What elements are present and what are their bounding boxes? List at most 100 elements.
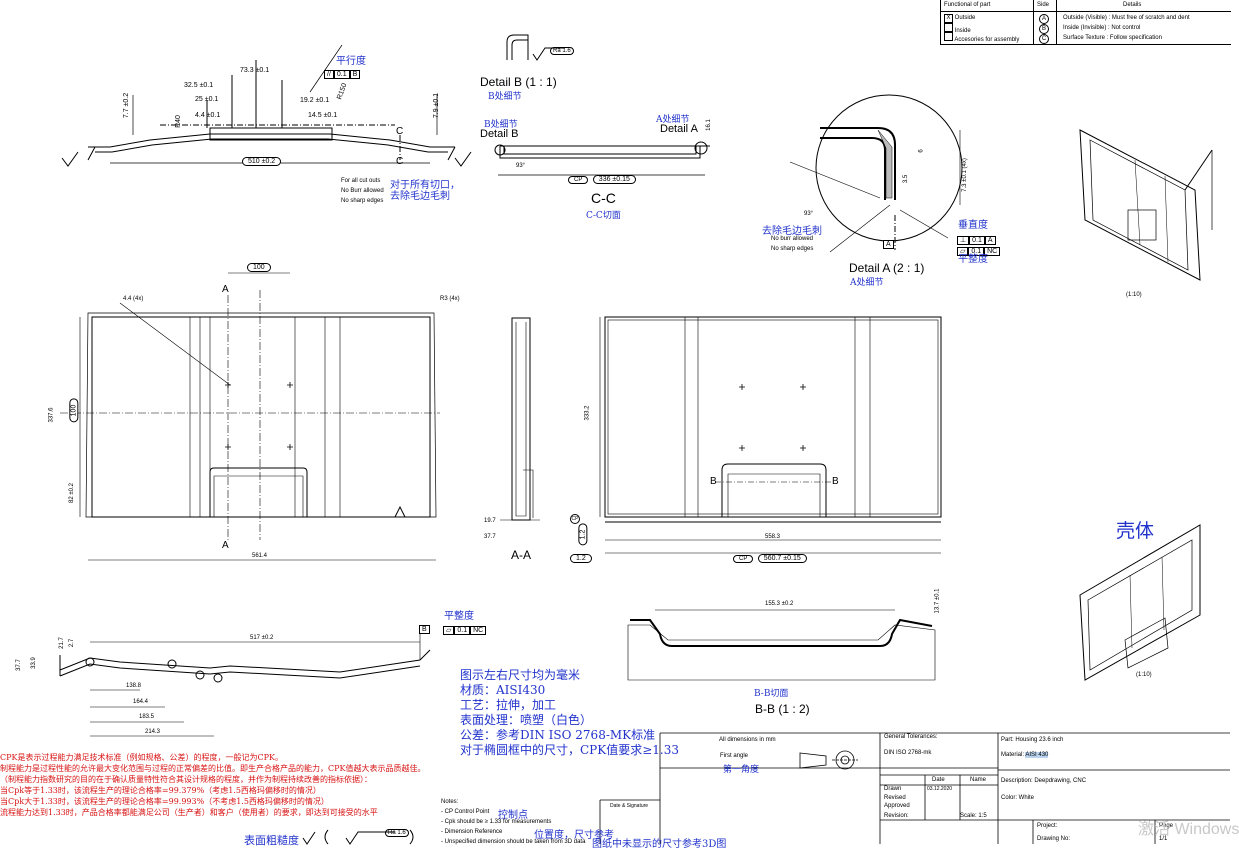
approved-label: Approved [884, 803, 910, 809]
isometric-view-bottom [1079, 524, 1201, 681]
detail-a-title: Detail A (2 : 1) [849, 261, 925, 275]
notes-cn-position: 位置度，尺寸参考 [534, 830, 614, 841]
dim-1-2-vertical: 1.2 [578, 523, 588, 546]
note-en-2: No Burr allowed [341, 188, 384, 194]
table-row: X Outside [944, 14, 975, 23]
dim-510: 510 ±0.2 [242, 157, 282, 166]
cn-note-line: 工艺：拉伸，加工 [460, 698, 557, 712]
cc-title: C-C [591, 190, 616, 206]
iso-top-scale: (1:10) [1126, 292, 1142, 298]
detail-text: Inside (Invisible) : Not control [1063, 25, 1141, 31]
dim-100: 100 [247, 263, 271, 272]
dim-183-5: 183.5 [139, 714, 155, 720]
cc-a-label: Detail A [660, 123, 698, 135]
page-value: 1/1 [1159, 836, 1168, 842]
checkbox [944, 23, 953, 32]
part-label: Part: Housing 23.6 inch [1001, 737, 1064, 743]
detail-b-title: Detail B (1 : 1) [480, 75, 557, 89]
angle-93-a: 93° [804, 211, 814, 217]
drawn-date: 03.12.2020 [927, 786, 953, 792]
ra-label: Ra 1.6 [550, 47, 574, 55]
aa-title: A-A [511, 548, 532, 562]
angle-93: 93° [516, 163, 526, 169]
back-view [599, 316, 942, 554]
dim-6: 6 [918, 149, 925, 153]
cc-b-label-cn: B处细节 [484, 120, 518, 130]
dim-73: 73.3 ±0.1 [240, 67, 270, 74]
function-table-header-part: Functional of part [944, 2, 991, 8]
material-value: AISI 430 [1025, 752, 1049, 758]
housing-label: 壳体 [1116, 520, 1155, 542]
scale-label: Scale: 1:5 [960, 813, 987, 819]
note-en-1: For all cut outs [341, 178, 381, 184]
dim-155-3: 155.3 ±0.2 [765, 601, 794, 607]
cpk-note-line: （制程能力指数研究的目的在于确认质量特性符合其设计规格的程度，并作为制程持续改善… [0, 775, 372, 784]
hole-marks [225, 382, 806, 451]
function-table-header-details: Details [1123, 2, 1142, 8]
dim-561-4: 561.4 [252, 553, 268, 559]
roughness-label: 表面粗糙度 [244, 834, 299, 847]
date-signature-label: Date & Signature [610, 803, 649, 809]
dim-4-4: 4.4 ±0.1 [195, 112, 221, 119]
dim-19-7: 19.7 [484, 518, 496, 524]
parallelism-label: 平行度 [336, 56, 366, 67]
revised-label: Revised [884, 795, 906, 801]
note-cn-2: 去除毛边毛刺 [390, 191, 450, 202]
dim-25: 25 ±0.1 [195, 96, 219, 103]
function-table-header-side: Side [1037, 2, 1050, 8]
dim-3-5: 3.5 [903, 174, 910, 184]
dim-2-7: 2.7 [69, 638, 76, 648]
top-profile-view [61, 44, 472, 167]
drawn-label: Drawn [884, 786, 902, 792]
flatness-label-a: 平整度 [958, 254, 988, 265]
checkbox [944, 32, 953, 41]
dim-32: 32.5 ±0.1 [184, 82, 214, 89]
dim-19-2: 19.2 ±0.1 [300, 97, 330, 104]
all-dims-label: All dimensions in mm [719, 737, 776, 743]
material-label: Material: [1001, 752, 1025, 758]
dim-37-7: 37.7 [484, 534, 496, 540]
notes-line: - Cpk should be ≥ 1.33 for measurements [441, 819, 552, 825]
burr-en-1: No burr allowed [771, 236, 814, 242]
dim-33-9: 33.9 [30, 657, 37, 669]
cp-marker: CP [568, 176, 589, 184]
windows-watermark: 激活 Windows [1138, 821, 1239, 838]
material-row: Material: AISI 430 [1001, 752, 1049, 758]
table-row: Accesories for assembly [944, 32, 1019, 43]
detail-a-view [789, 94, 963, 253]
dim-558-3: 558.3 [765, 534, 781, 540]
radius-3-4x: R3 (4x) [440, 296, 460, 302]
part-label: Inside [954, 28, 971, 34]
project-label: Project: [1037, 823, 1058, 829]
side-profile-view [59, 628, 431, 737]
dim-333-2: 333.2 [584, 405, 591, 421]
bb-cn: B-B切面 [754, 689, 789, 699]
cc-a-label-cn: A处细节 [656, 115, 690, 125]
description-label: Description: Deepdrawing, CNC [1001, 778, 1087, 784]
dim-337-6: 337.6 [48, 407, 55, 423]
general-tolerances-value: DIN ISO 2768-mk [884, 750, 932, 756]
cpk-note-line: 制程能力是过程性能的允许最大变化范围与过程的正常偏差的比值。即生产合格产品的能力… [0, 764, 426, 773]
drawing-no-label: Drawing No: [1037, 836, 1071, 842]
function-table: Functional of part Side Details X Outsid… [940, 0, 1231, 45]
section-aa-view [500, 317, 540, 521]
burr-cn: 去除毛边毛刺 [762, 226, 822, 237]
side-marker: A [1039, 14, 1049, 24]
dim-13-7: 13.7 ±0.1 [934, 588, 941, 614]
datum-b: B [419, 625, 430, 634]
color-label: Color: White [1001, 795, 1035, 801]
notes-cn-3d: 图纸中未显示的尺寸参考3D图 [592, 839, 727, 850]
dim-1-2-horizontal: 1.2 [570, 547, 592, 565]
cpk-note-line: 流程能力达到1.33时，产品合格率都能满足公司（生产者）和客户（使用者）的要求，… [0, 808, 378, 817]
notes-header: Notes: [441, 799, 459, 805]
revision-label: Revision: [884, 813, 909, 819]
dim-82: 82 ±0.2 [68, 483, 75, 503]
part-label: Accesories for assembly [954, 37, 1020, 43]
detail-a-cn: A处细节 [850, 278, 884, 288]
title-block-frame [599, 732, 1230, 844]
perpendicularity-label: 垂直度 [958, 220, 988, 231]
dim-138-8: 138.8 [126, 683, 142, 689]
